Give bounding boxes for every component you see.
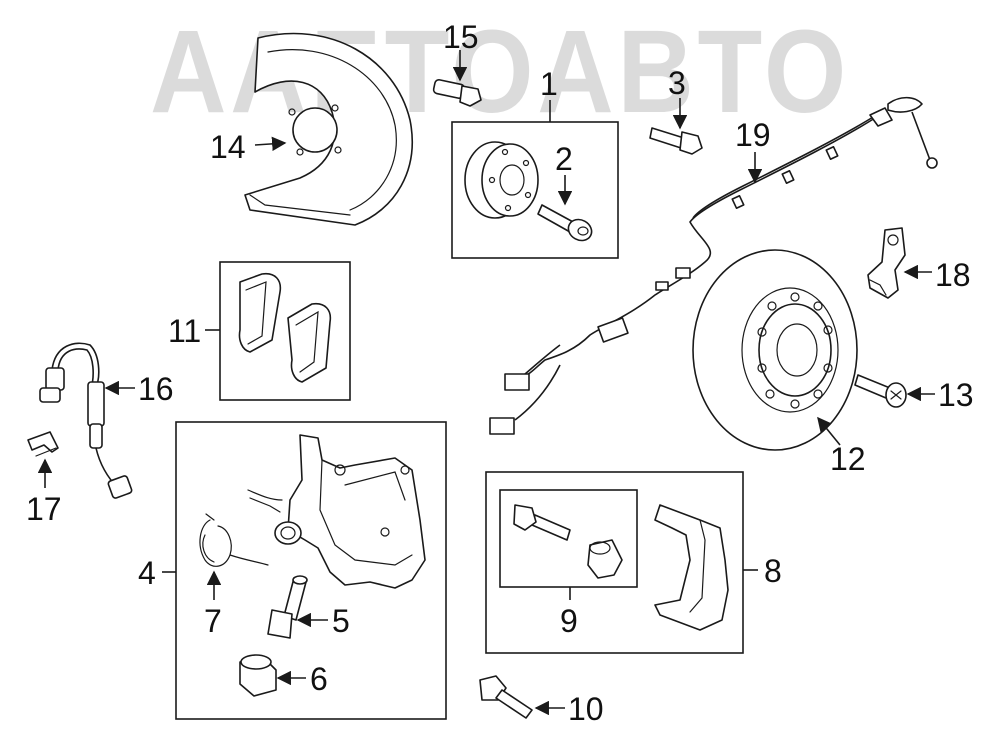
- callout-17: 17: [26, 491, 62, 527]
- callout-19: 19: [735, 117, 771, 153]
- callout-14: 14: [210, 129, 246, 165]
- callout-6: 6: [310, 661, 328, 697]
- part-4-brake-caliper: [247, 434, 426, 589]
- part-16-brake-hose: [39, 342, 133, 499]
- part-1-box: [451, 121, 619, 259]
- callout-5: 5: [332, 603, 350, 639]
- part-9-box: [499, 489, 638, 588]
- leader-12: [817, 416, 841, 446]
- callout-18: 18: [935, 257, 971, 293]
- part-3-bolt: [649, 127, 703, 155]
- callout-10: 10: [568, 691, 604, 727]
- part-15-bolt: [432, 78, 482, 107]
- part-5-guide-pin: [267, 575, 308, 639]
- callout-7: 7: [204, 603, 222, 639]
- part-11-box: [219, 261, 351, 401]
- callout-4: 4: [138, 555, 156, 591]
- callout-9: 9: [560, 603, 578, 639]
- part-13-screw: [854, 374, 907, 408]
- part-11-brake-pads: [238, 272, 332, 383]
- callout-8: 8: [764, 553, 782, 589]
- part-2-hub-bolt: [537, 204, 593, 242]
- part-17-clip: [27, 431, 59, 457]
- part-8-caliper-bracket: [654, 504, 729, 631]
- leader-14: [254, 136, 287, 152]
- part-6-bushing: [239, 654, 277, 697]
- callout-15: 15: [443, 19, 479, 55]
- part-18-speed-sensor: [867, 227, 906, 299]
- callout-13: 13: [938, 377, 974, 413]
- part-12-brake-rotor: [692, 249, 858, 451]
- callout-16: 16: [138, 371, 174, 407]
- callout-1: 1: [540, 66, 558, 102]
- part-4-box: [175, 421, 447, 720]
- part-14-dust-shield: [244, 32, 413, 226]
- part-9-guide-kit: [513, 504, 623, 579]
- callout-2: 2: [555, 141, 573, 177]
- part-7-spring: [199, 513, 269, 567]
- callout-12: 12: [830, 441, 866, 477]
- part-1-wheel-hub: [464, 141, 539, 219]
- part-10-bolt: [479, 675, 533, 719]
- callout-11: 11: [168, 313, 201, 349]
- callout-3: 3: [668, 65, 686, 101]
- part-8-box: [485, 471, 744, 654]
